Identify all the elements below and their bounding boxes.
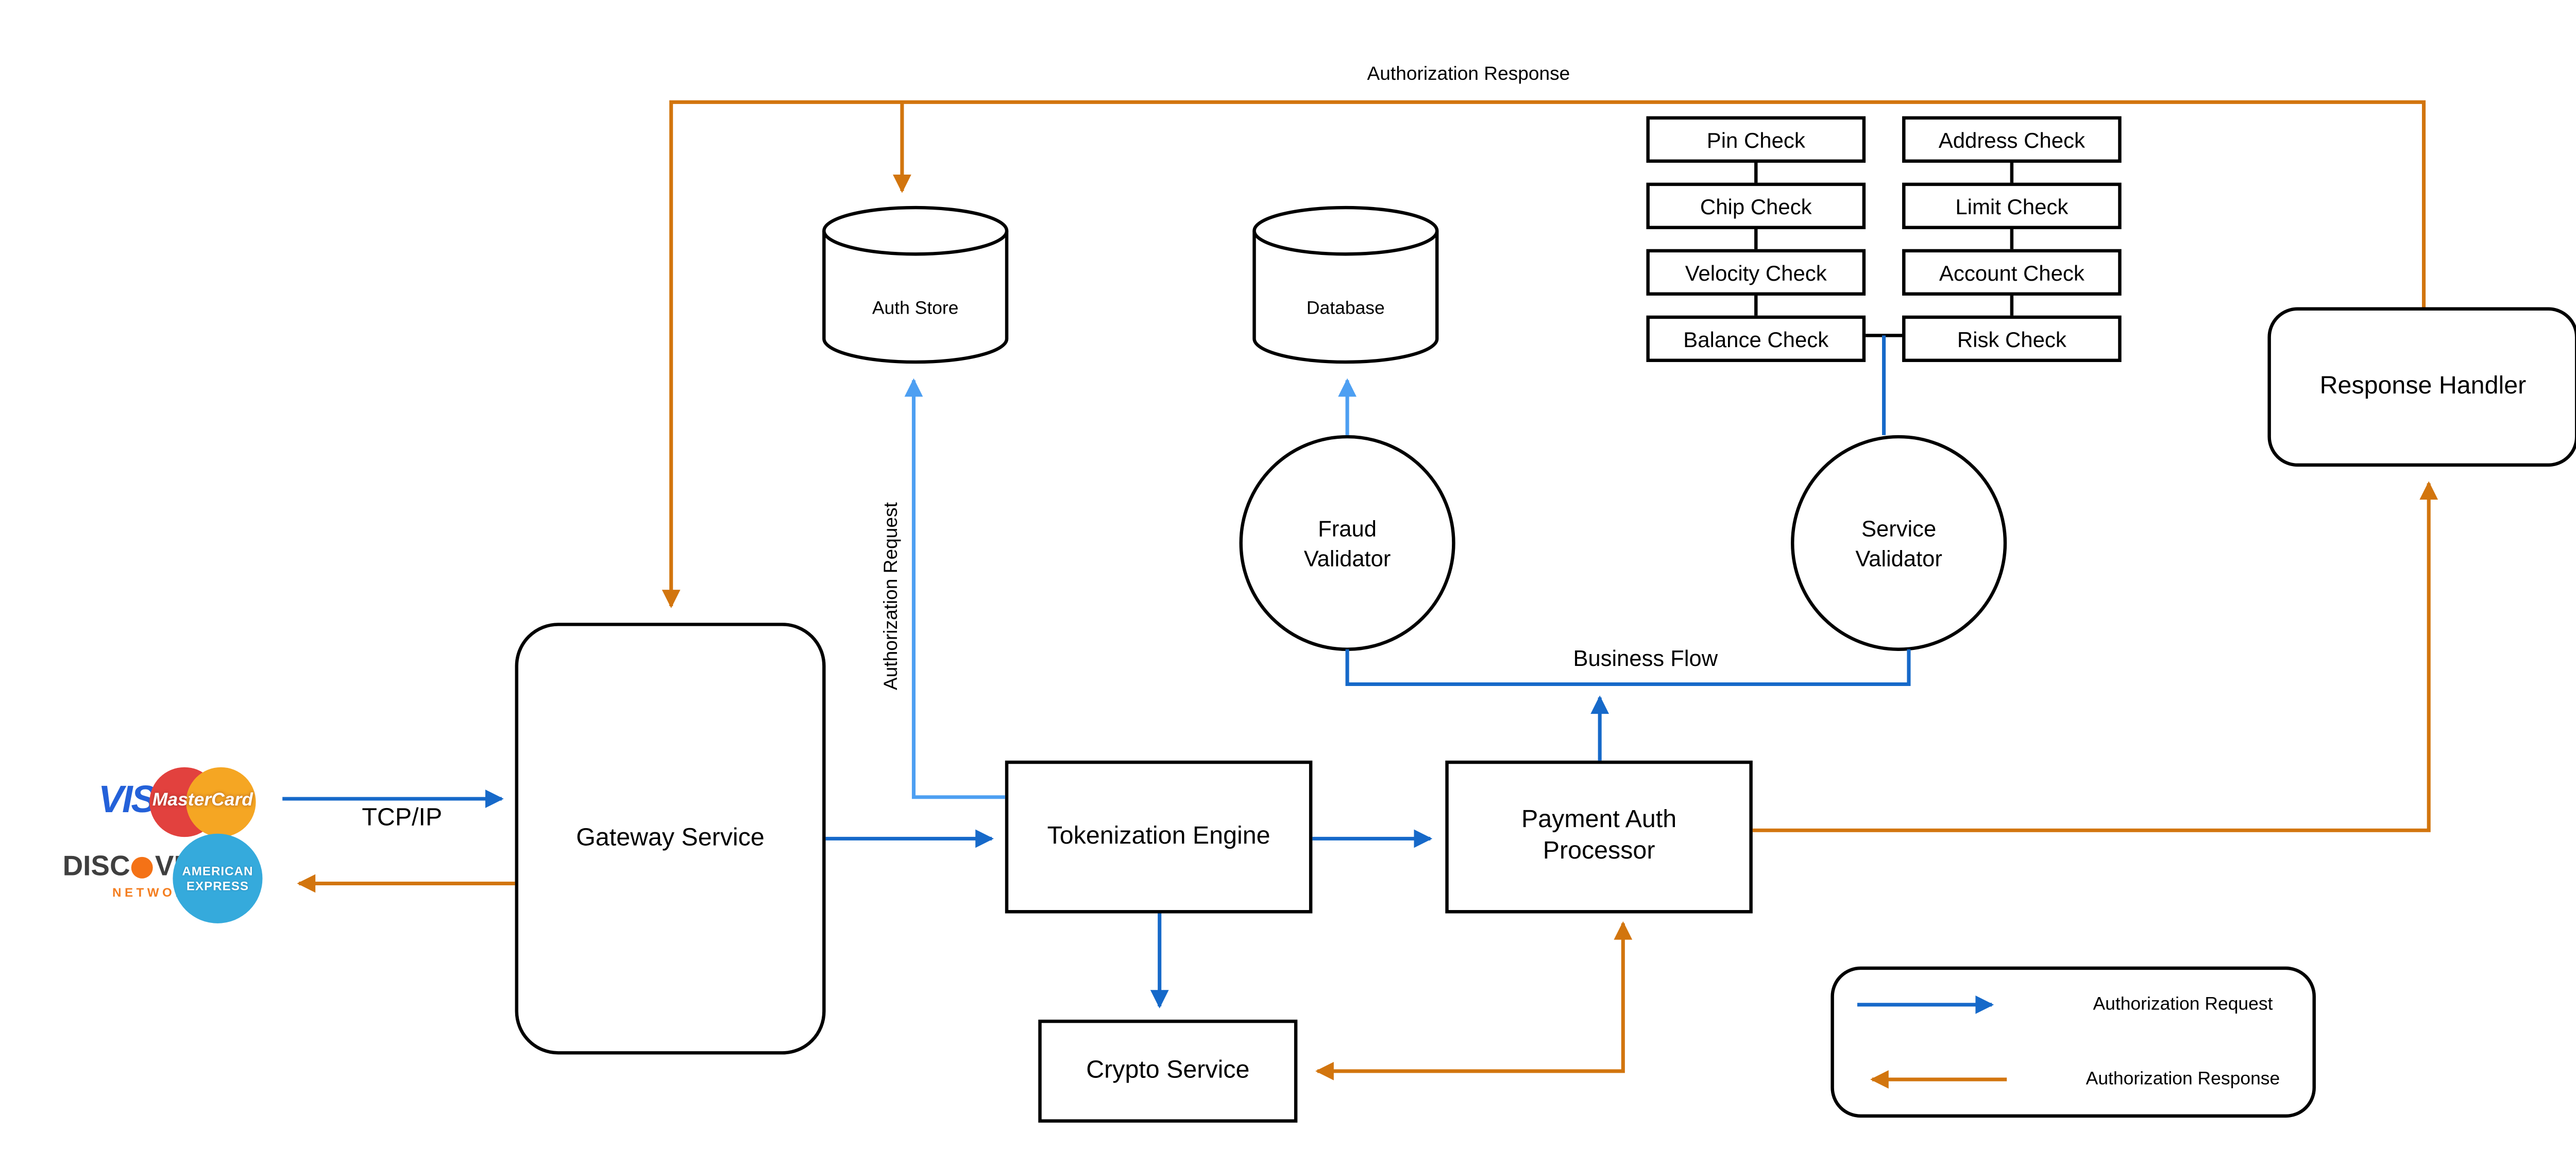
edge-response-handler-to-gateway[interactable] xyxy=(662,100,2426,608)
risk-check-label: Risk Check xyxy=(1957,326,2066,351)
mastercard-wordmark: MasterCard xyxy=(152,790,253,811)
edge-business-flow-bracket[interactable] xyxy=(1345,649,1911,687)
mastercard-logo[interactable]: MasterCard xyxy=(149,756,256,849)
node-crypto-service[interactable]: Crypto Service xyxy=(1038,1019,1298,1123)
node-fraud-validator[interactable] xyxy=(1239,435,1455,651)
node-velocity-check[interactable]: Velocity Check xyxy=(1646,249,1866,296)
edge-tokenization-to-auth-store[interactable] xyxy=(904,378,1005,799)
node-gateway-service[interactable]: Gateway Service xyxy=(515,623,826,1055)
node-risk-check[interactable]: Risk Check xyxy=(1902,315,2122,362)
node-balance-check[interactable]: Balance Check xyxy=(1646,315,1866,362)
tokenization-engine-label: Tokenization Engine xyxy=(1047,821,1270,850)
limit-check-label: Limit Check xyxy=(1955,193,2069,219)
node-account-check[interactable]: Account Check xyxy=(1902,249,2122,296)
node-tokenization-engine[interactable]: Tokenization Engine xyxy=(1005,760,1313,914)
node-service-validator[interactable] xyxy=(1791,435,2007,651)
node-auth-store[interactable] xyxy=(822,205,1009,364)
edge-processor-to-response-handler[interactable] xyxy=(1752,481,2438,832)
amex-line1: AMERICAN xyxy=(182,863,253,879)
payment-auth-processor-label-line2: Processor xyxy=(1543,837,1655,865)
pin-check-label: Pin Check xyxy=(1706,127,1805,152)
node-pin-check[interactable]: Pin Check xyxy=(1646,116,1866,163)
node-response-handler[interactable]: Response Handler xyxy=(2267,307,2576,467)
node-address-check[interactable]: Address Check xyxy=(1902,116,2122,163)
discover-dot-icon xyxy=(131,856,154,878)
amex-line2: EXPRESS xyxy=(186,878,249,894)
edge-processor-crypto-response[interactable] xyxy=(1315,921,1633,1081)
balance-check-label: Balance Check xyxy=(1683,326,1829,351)
address-check-label: Address Check xyxy=(1938,127,2085,152)
chip-check-label: Chip Check xyxy=(1700,193,1812,219)
account-check-label: Account Check xyxy=(1939,260,2084,285)
node-database[interactable] xyxy=(1252,205,1439,364)
amex-logo[interactable]: AMERICAN EXPRESS xyxy=(173,833,263,923)
node-limit-check[interactable]: Limit Check xyxy=(1902,182,2122,229)
mastercard-orange-circle-icon xyxy=(186,767,256,837)
velocity-check-label: Velocity Check xyxy=(1685,260,1827,285)
response-handler-label: Response Handler xyxy=(2319,371,2527,400)
legend-box[interactable] xyxy=(1831,966,2316,1118)
payment-auth-processor-label-line1: Payment Auth xyxy=(1521,805,1677,834)
node-payment-auth-processor[interactable]: Payment Auth Processor xyxy=(1445,760,1753,914)
crypto-service-label: Crypto Service xyxy=(1086,1055,1250,1084)
node-chip-check[interactable]: Chip Check xyxy=(1646,182,1866,229)
gateway-service-label: Gateway Service xyxy=(576,823,765,851)
